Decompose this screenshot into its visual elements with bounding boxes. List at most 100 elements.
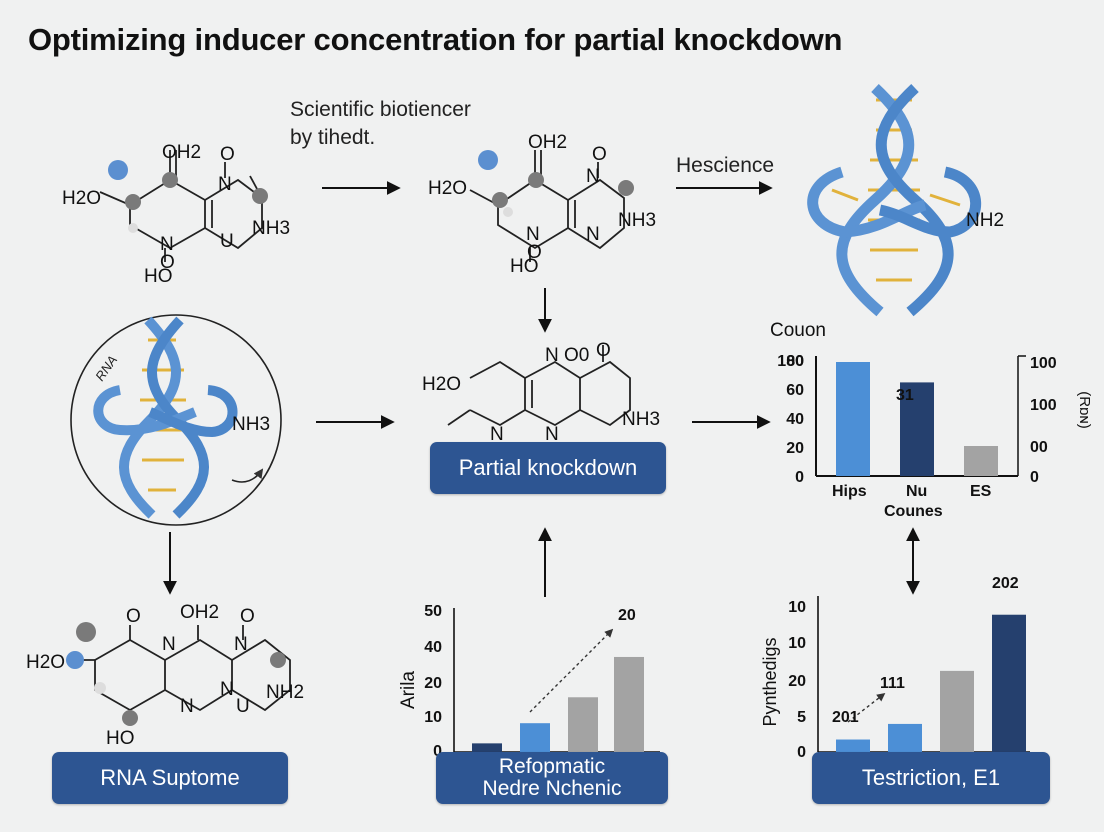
chart1-xlabel: Counes [884,503,943,520]
caption-top: Scientific biotiencer by tihedt. [290,96,471,152]
label-o: O [592,144,607,165]
chart1-y-tick: 100 [777,353,804,370]
label-n: N [490,424,504,445]
chart2-ylabel: Arila [398,671,419,709]
chart2-bar [568,697,598,752]
molecule-center-labels: H2O N O0 O N N NH3 [422,340,660,445]
chart1-bar [836,362,870,476]
label-h2o: H2O [428,178,467,199]
label-nh3: NH3 [252,218,290,239]
label-o: O [527,242,542,263]
caption-top-line-2: by tihedt. [290,126,376,149]
label-n: N [586,224,600,245]
pill-refopmatic-line-1: Refopmatic [498,755,606,778]
chart3-bar [992,614,1026,752]
page-title: Optimizing inducer concentration for par… [28,22,843,57]
chart1-y-tick: 0 [795,469,804,486]
dna-helix-top-right [807,83,982,317]
label-h2o: H2O [26,652,65,673]
chart1-y2-tick: 0 [1030,469,1039,486]
chart3-bar [836,739,870,752]
chart1-y-tick: 60 [786,382,804,399]
dna-circle-left [70,314,282,526]
label-n: N [526,224,540,245]
chart3-y-tick: 0 [797,744,806,761]
label-ho: HO [106,728,135,749]
chart1-y2-tick: 100 [1030,397,1057,414]
pill-rna-suptome: RNA Suptome [52,752,288,804]
chart3-annotation: 201 [832,709,859,726]
label-n: N [220,679,234,700]
label-oh2: OH2 [528,132,567,153]
label-h2o: H2O [422,374,461,395]
chart2-annotation: 20 [618,607,636,624]
chart3-annotation: 111 [880,675,905,692]
molecule-top-mid-labels: OH2 O H2O N N N NH3 HO O [428,132,656,277]
label-ho: HO [144,266,173,287]
chart3-y-tick: 10 [788,599,806,616]
chart3-ylabel: Pynthedigs [760,637,780,726]
molecule-bottom-left-atoms [66,622,286,726]
molecule-center [447,345,631,427]
chart3-annotation: 202 [992,575,1019,592]
label-o: O [160,252,175,273]
dna-label-rna: RNA [92,353,120,384]
label-n: N [234,634,248,655]
label-o: O [596,340,611,361]
chart1-annotation: 31 [896,387,914,404]
chart3-y-tick: 10 [788,635,806,652]
molecule-top-left-atoms [108,160,268,233]
chart1-category: Hips [832,483,867,500]
label-h2o: H2O [62,188,101,209]
label-u: U [236,696,250,717]
molecule-top-left-labels: OH2 O H2O N N U NH3 HO O [62,142,290,287]
chart2-bar [520,723,550,752]
label-o: O [126,606,141,627]
pill-refopmatic-line-2: Nedre Nchenic [482,777,622,800]
chart1-y2-tick: 100 [1030,355,1057,372]
chart3-bar [888,723,922,752]
label-no: N O0 [545,345,589,366]
chart3-y-tick: 20 [788,673,806,690]
label-o: O [220,144,235,165]
molecule-bottom-left-labels: O OH2 O H2O N N N N U NH2 HO [26,602,304,749]
chart3-y-tick: 5 [797,709,806,726]
label-o: O [240,606,255,627]
chart1-title: Couon [770,320,826,341]
pill-testriction: Testriction, E1 [812,752,1050,804]
chart1-bar [964,446,998,476]
chart1-bar [900,382,934,476]
chart1-y-tick: 40 [786,411,804,428]
chart2-y-tick: 40 [424,639,442,656]
chart1-y-tick: 80 [786,353,804,370]
chart2-y-tick: 50 [424,603,442,620]
chart2-y-tick: 20 [424,675,442,692]
pill-refopmatic: Refopmatic Nedre Nchenic [436,752,668,804]
label-n: N [160,234,174,255]
label-n: N [162,634,176,655]
chart3-bar [940,670,974,752]
flow-arrows [163,181,920,597]
dna-label-nh3: NH3 [232,414,270,435]
chart2-y-tick: 0 [433,743,442,760]
chart1-y2-tick: 00 [1030,439,1048,456]
chart1-category: Nu [906,483,927,500]
caption-top-line-1: Scientific biotiencer [290,98,471,121]
label-nh3: NH3 [618,210,656,231]
label-nh3: NH3 [622,409,660,430]
label-u: U [220,231,234,252]
chart1-category: ES [970,483,992,500]
dna-label-nh2: NH2 [966,210,1004,231]
label-n: N [586,166,600,187]
chart-bottom-right: 0 5 20 10 10 201 111 202 Pynthedigs [760,575,1030,761]
label-ho: HO [510,256,539,277]
chart2-bar [472,743,502,752]
chart2-bar [614,656,644,752]
label-oh2: OH2 [180,602,219,623]
label-n: N [180,696,194,717]
label-n: N [218,174,232,195]
label-oh2: OH2 [162,142,201,163]
